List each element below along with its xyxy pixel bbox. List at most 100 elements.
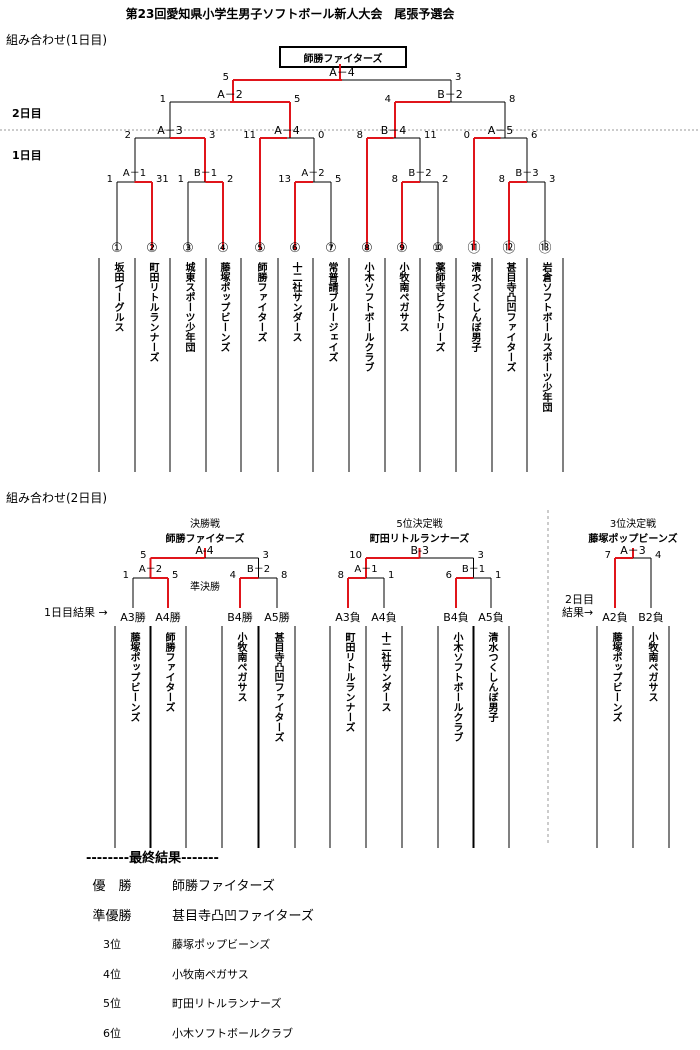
d1-qf-2-score-right: 0 [318,130,325,141]
d1-qf-2-score-left: 11 [243,130,256,141]
d1-semi-b-score-left: 4 [384,94,391,105]
third-final-score-right: 4 [655,550,662,561]
third-final-code: A－3 [620,544,646,557]
third-slot: A2負 [602,611,628,624]
team-number: ② [146,241,158,256]
third-team: 藤塚ポップビーンズ [610,632,621,722]
team-name: 坂田イーグルス [112,262,123,332]
d1-final-code: A－4 [329,66,355,79]
d1-r1-3-code: A－2 [301,168,325,179]
champ-final-score-left: 5 [140,550,147,561]
team-name: 町田リトルランナーズ [147,262,158,362]
fifth-slot: A5負 [478,611,504,624]
team-number: ① [111,241,123,256]
fifth-slot: A3負 [335,611,361,624]
d1-r1-5-score-left: 8 [498,174,505,185]
d1-r1-2-score-right: 2 [227,174,234,185]
d1-r1-5-score-right: 3 [549,174,556,185]
champ-final-code: A-4 [195,544,214,557]
fifth-semi-2-code: B－1 [461,564,486,575]
d1-semi-a-code: A－2 [217,88,243,101]
fifth-semi-2-score-right: 1 [495,570,502,581]
fifth-team: 町田リトルランナーズ [343,632,354,732]
champ-team: 小牧南ペガサス [235,632,246,702]
champ-slot: A5勝 [264,611,290,624]
result-team: 小牧南ペガサス [172,967,249,981]
result-rank: 6位 [103,1026,121,1040]
team-name: 薬師寺ビクトリーズ [433,262,444,352]
champion-box: 師勝ファイターズ [279,46,407,68]
d1-semi-a-score-left: 1 [159,94,166,105]
final-results-heading: --------最終結果------- [86,851,219,866]
team-number: ⑩ [432,241,444,256]
d1-qf-3-score-right: 11 [424,130,437,141]
team-name: 小牧南ペガサス [397,262,408,332]
d1-r1-5-code: B－3 [515,168,539,179]
team-number: ⑫ [502,241,516,256]
d1-r1-1-code: A－1 [122,168,147,179]
team-number: ⑤ [254,241,266,256]
team-number: ⑥ [289,241,301,256]
champ-team: 師勝ファイターズ [163,632,174,712]
d1-semi-a-score-right: 5 [294,94,301,105]
day2-heading: 組み合わせ(2日目) [6,491,107,505]
team-name: 藤塚ポップビーンズ [218,262,229,352]
champ-winner: 師勝ファイターズ [165,534,245,545]
d1-semi-b-code: B－2 [437,88,463,101]
d1-r1-4-score-right: 2 [442,174,449,185]
team-number: ③ [182,241,194,256]
team-name: 甚目寺凸凹ファイターズ [504,262,515,372]
champ-slot: A3勝 [120,611,146,624]
d1-r1-3-score-left: 13 [278,174,291,185]
d1-r1-1-score-left: 1 [106,174,113,185]
d1-qf-3-code: B－4 [380,124,407,137]
champ-semi-2-score-left: 4 [229,570,236,581]
fifth-winner: 町田リトルランナーズ [369,534,470,545]
team-number: ④ [217,241,229,256]
result-rank: 準優勝 [92,908,132,924]
team-name: 師勝ファイターズ [255,262,266,342]
result-rank: 3位 [103,938,121,951]
tournament-title: 第23回愛知県小学生男子ソフトボール新人大会 尾張予選会 [125,7,455,21]
d1-qf-1-code: A－3 [157,124,183,137]
day1-result-label: 1日目結果 → [44,606,108,619]
fifth-team: 清水つくしんぼ男子 [486,632,497,722]
third-slot: B2負 [638,611,664,624]
d1-qf-4-code: A－5 [487,124,514,137]
d1-r1-2-score-left: 1 [177,174,184,185]
result-team: 小木ソフトボールクラブ [172,1026,293,1040]
d1-qf-1-score-left: 2 [124,130,131,141]
day2-result-label-line1: 2日目 [565,593,594,606]
champ-semi-1-code: A－2 [138,564,163,575]
fifth-caption: 5位決定戦 [396,519,443,530]
team-number: ⑦ [325,241,337,256]
d1-r1-1-score-right: 31 [156,174,169,185]
team-number: ⑨ [396,241,408,256]
third-team: 小牧南ペガサス [646,632,657,702]
team-number: ⑬ [538,241,552,256]
team-name: 城東スポーツ少年団 [183,262,194,352]
fifth-final-score-left: 10 [349,550,362,561]
fifth-slot: B4負 [443,611,469,624]
fifth-semi-2-score-left: 6 [445,570,452,581]
team-name: 岩倉ソフトボールスポーツ少年団 [540,262,551,412]
champ-semi-2-code: B－2 [246,564,271,575]
team-number: ⑧ [361,241,373,256]
third-caption: 3位決定戦 [609,519,657,530]
champ-slot: A4勝 [155,611,181,624]
result-team: 町田リトルランナーズ [172,997,282,1010]
day1-heading: 組み合わせ(1日目) [6,33,107,47]
fifth-semi-1-score-right: 1 [388,570,395,581]
fifth-final-score-right: 3 [477,550,484,561]
d1-r1-4-code: B－2 [408,168,432,179]
d1-qf-4-score-right: 6 [531,130,538,141]
champ-final-score-right: 3 [262,550,269,561]
d1-final-score-right: 3 [455,72,462,83]
result-rank: 5位 [103,997,121,1010]
d1-qf-2-code: A－4 [274,124,300,137]
champ-team: 甚目寺凸凹ファイターズ [272,632,283,742]
d1-r1-4-score-left: 8 [391,174,398,185]
d1-qf-4-score-left: 0 [463,130,470,141]
fifth-team: 小木ソフトボールクラブ [451,632,462,742]
d1-final-score-left: 5 [222,72,229,83]
